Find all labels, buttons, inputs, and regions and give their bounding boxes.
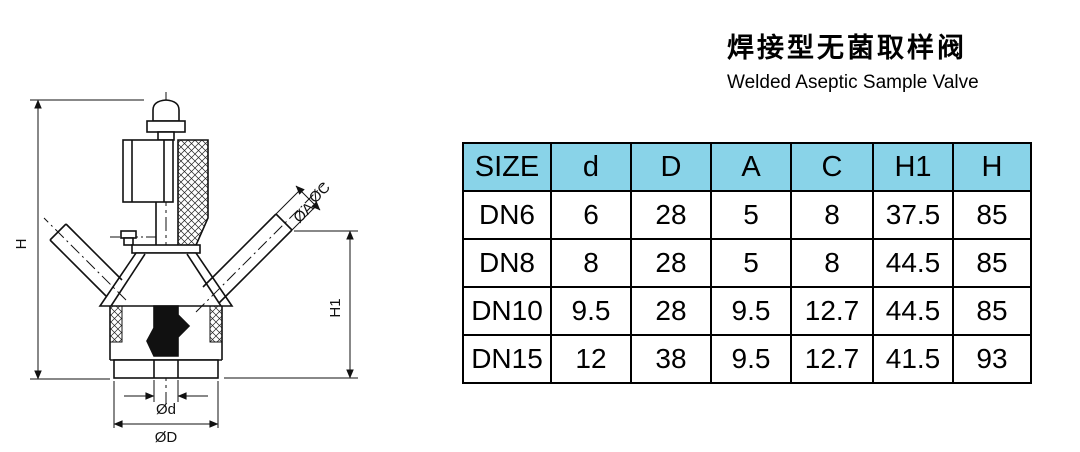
table-cell: 85 [952, 286, 1032, 336]
table-cell: 37.5 [872, 190, 954, 240]
table-cell: DN8 [462, 238, 552, 288]
table-cell: 5 [710, 190, 792, 240]
table-cell: 8 [550, 238, 632, 288]
table-cell: DN10 [462, 286, 552, 336]
dim-label-phiC: ØC [306, 179, 334, 207]
table-cell: 85 [952, 238, 1032, 288]
table-cell: 28 [630, 190, 712, 240]
col-header-H: H [952, 142, 1032, 192]
table-cell: 8 [790, 190, 874, 240]
table-cell: 28 [630, 238, 712, 288]
table-cell: 12 [550, 334, 632, 384]
table-cell: 9.5 [710, 334, 792, 384]
table-cell: 41.5 [872, 334, 954, 384]
col-header-D: D [630, 142, 712, 192]
dim-label-H: H [13, 239, 30, 250]
table-row-dn8: DN8 8 28 5 8 44.5 85 [462, 238, 1032, 288]
table-row-dn6: DN6 6 28 5 8 37.5 85 [462, 190, 1032, 240]
table-cell: 6 [550, 190, 632, 240]
title-block: 焊接型无菌取样阀 Welded Aseptic Sample Valve [727, 26, 979, 94]
title-english: Welded Aseptic Sample Valve [727, 72, 979, 93]
col-header-d: d [550, 142, 632, 192]
table-cell: DN6 [462, 190, 552, 240]
spec-table: SIZE d D A C H1 H DN6 6 28 5 8 37.5 85 D… [462, 142, 1032, 384]
table-cell: 85 [952, 190, 1032, 240]
col-header-size: SIZE [462, 142, 552, 192]
col-header-C: C [790, 142, 874, 192]
table-cell: 9.5 [710, 286, 792, 336]
title-chinese: 焊接型无菌取样阀 [727, 33, 967, 63]
table-row-dn15: DN15 12 38 9.5 12.7 41.5 93 [462, 334, 1032, 384]
table-cell: 12.7 [790, 286, 874, 336]
table-row-dn10: DN10 9.5 28 9.5 12.7 44.5 85 [462, 286, 1032, 336]
table-cell: 12.7 [790, 334, 874, 384]
table-header-row: SIZE d D A C H1 H [462, 142, 1032, 192]
table-cell: 9.5 [550, 286, 632, 336]
table-cell: 5 [710, 238, 792, 288]
col-header-H1: H1 [872, 142, 954, 192]
dim-label-phid: Ød [156, 401, 176, 418]
table-cell: 44.5 [872, 238, 954, 288]
table-cell: 8 [790, 238, 874, 288]
technical-drawing: H H1 ØC ØA Ød ØD [13, 92, 358, 446]
table-cell: 93 [952, 334, 1032, 384]
dimension-lines [30, 99, 358, 428]
table-cell: 44.5 [872, 286, 954, 336]
table-cell: 28 [630, 286, 712, 336]
table-cell: 38 [630, 334, 712, 384]
col-header-A: A [710, 142, 792, 192]
dim-label-phiD: ØD [155, 429, 178, 446]
table-cell: DN15 [462, 334, 552, 384]
dim-label-H1: H1 [327, 298, 344, 317]
valve-body [43, 92, 325, 404]
